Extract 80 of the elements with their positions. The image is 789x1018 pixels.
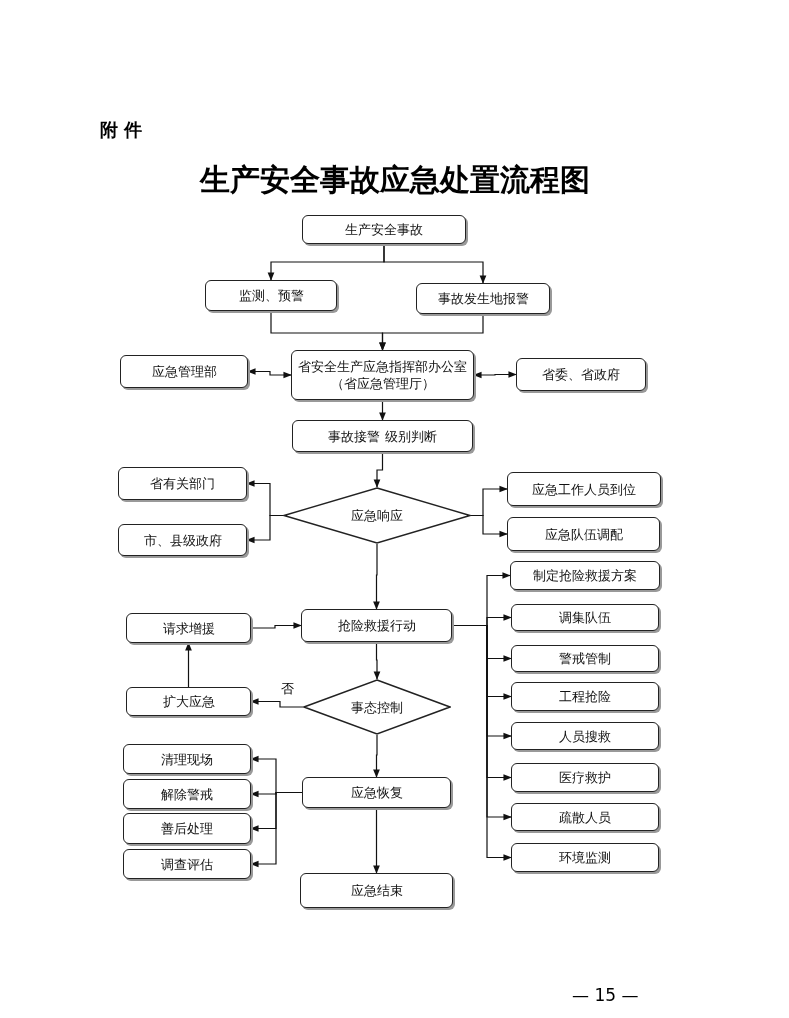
step-label: 善后处理 — [160, 820, 214, 837]
step-label: 人员搜救 — [558, 727, 612, 745]
process-box — [511, 645, 659, 672]
step-label: 警戒管制 — [558, 650, 612, 667]
process-box — [126, 613, 251, 643]
process-box — [416, 283, 550, 314]
arrow — [473, 371, 517, 379]
arrow — [451, 624, 512, 861]
arrow — [250, 698, 304, 708]
step-label: 事故接警 级别判断 — [327, 427, 438, 445]
process-box — [511, 763, 659, 792]
arrow — [373, 543, 380, 610]
process-box — [507, 517, 660, 551]
page-number: — 15 — — [572, 985, 639, 1005]
step-label: 应急管理部 — [150, 363, 218, 380]
diagram-title: 生产安全事故应急处置流程图 — [198, 161, 591, 199]
process-box — [126, 687, 251, 716]
process-box — [302, 777, 451, 808]
step-label: 环境监测 — [558, 849, 612, 866]
step-label: 市、县级政府 — [142, 531, 223, 549]
decision-diamond — [283, 487, 471, 544]
arrow — [373, 641, 381, 680]
process-box — [301, 609, 452, 642]
step-label: 事故发生地报警 — [436, 290, 530, 307]
step-label: 应急恢复 — [349, 784, 404, 801]
arrow — [470, 514, 508, 538]
step-label: 事态控制 — [350, 698, 404, 716]
arrow — [373, 734, 380, 778]
process-box — [123, 813, 251, 844]
process-box — [123, 779, 251, 809]
step-label: 解除警戒 — [160, 785, 214, 803]
step-label: 应急工作人员到位 — [531, 480, 637, 498]
step-label: 清理现场 — [160, 750, 214, 768]
arrow — [247, 368, 292, 379]
process-box — [511, 682, 659, 711]
step-label: 医疗救护 — [558, 769, 612, 786]
process-box — [507, 472, 661, 506]
arrow — [250, 791, 303, 868]
process-box — [511, 803, 659, 831]
arrow — [185, 642, 192, 688]
step-label: 制定抢险救援方案 — [532, 567, 638, 584]
process-box — [516, 358, 646, 391]
process-box — [511, 722, 659, 750]
step-label: 应急响应 — [350, 507, 404, 524]
step-label: 应急队伍调配 — [543, 525, 624, 543]
arrow — [379, 399, 386, 421]
step-label: 监测、预警 — [237, 287, 305, 304]
process-box — [123, 744, 251, 774]
process-box — [302, 215, 466, 244]
step-label: 生产安全事故 — [344, 221, 424, 238]
process-box — [118, 467, 247, 500]
arrow — [373, 451, 384, 488]
process-box — [292, 420, 473, 452]
step-label: 抢险救援行动 — [336, 617, 417, 634]
step-label: 调集队伍 — [558, 609, 612, 626]
step-label: 扩大应急 — [161, 693, 216, 710]
step-label: 省安全生产应急指挥部办公室（省应急管理厅） — [297, 358, 468, 392]
step-label: 请求增援 — [161, 619, 216, 637]
process-box — [511, 604, 659, 631]
step-label: 工程抢险 — [558, 688, 612, 705]
step-label: 省委、省政府 — [541, 366, 621, 383]
arrow — [250, 622, 302, 629]
step-label: 应急结束 — [349, 882, 404, 899]
step-label: 省有关部门 — [149, 475, 216, 492]
process-box — [511, 843, 659, 872]
arrow — [246, 514, 284, 544]
process-box — [123, 849, 251, 879]
step-label: 疏散人员 — [558, 808, 612, 826]
process-box — [300, 873, 453, 908]
process-box — [118, 524, 247, 556]
attachment-label: 附 件 — [100, 118, 143, 142]
arrow — [383, 243, 487, 284]
arrow — [379, 313, 484, 351]
arrow — [373, 807, 380, 874]
process-box — [120, 355, 248, 388]
process-box — [291, 350, 474, 400]
step-label: 调查评估 — [160, 855, 214, 873]
decision-diamond — [303, 679, 451, 735]
process-box — [510, 561, 660, 590]
process-box — [205, 280, 337, 311]
